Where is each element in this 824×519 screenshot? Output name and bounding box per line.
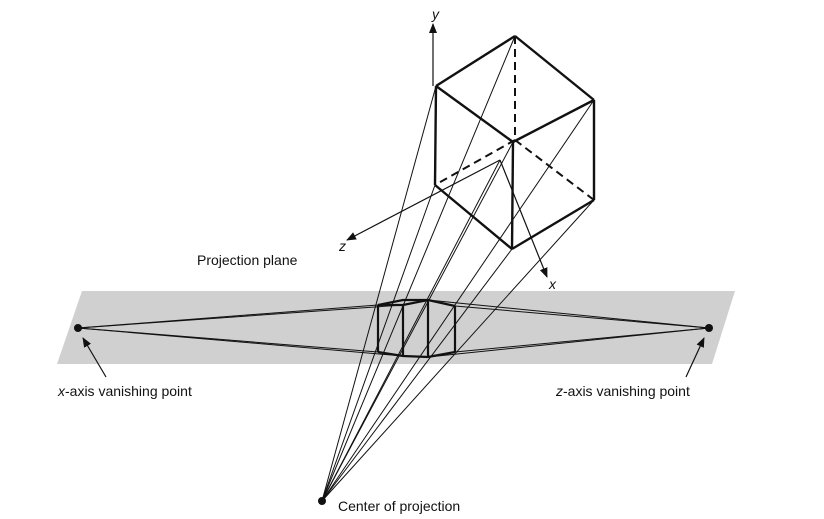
x-axis-label: x <box>549 276 556 292</box>
projection-plane-label: Projection plane <box>197 252 298 268</box>
z-axis <box>346 159 501 241</box>
projector-lines <box>321 35 595 502</box>
x-vanishing-point-variable: x <box>58 383 65 399</box>
x-axis <box>499 159 548 278</box>
x-vanishing-point-label: x-axis vanishing point <box>58 383 192 399</box>
projection-plane <box>57 291 735 364</box>
label-pointers <box>82 337 705 378</box>
x-vanishing-point-text: -axis vanishing point <box>65 383 192 399</box>
z-vanishing-point-label: z-axis vanishing point <box>556 383 690 399</box>
cube-hidden-edges <box>434 36 595 201</box>
vanishing-lines <box>77 299 710 358</box>
z-axis-label: z <box>339 238 346 254</box>
center-of-projection-label: Center of projection <box>338 498 461 514</box>
cube <box>433 34 596 251</box>
y-axis-label: y <box>432 6 439 22</box>
z-vanishing-point-variable: z <box>556 383 563 399</box>
center-of-projection-dot <box>318 497 326 505</box>
coordinate-axes <box>346 23 548 278</box>
projected-cube <box>376 298 457 359</box>
z-vanishing-point-text: -axis vanishing point <box>563 383 690 399</box>
x-vanishing-point-dot <box>74 324 82 332</box>
z-vanishing-point-dot <box>705 324 713 332</box>
